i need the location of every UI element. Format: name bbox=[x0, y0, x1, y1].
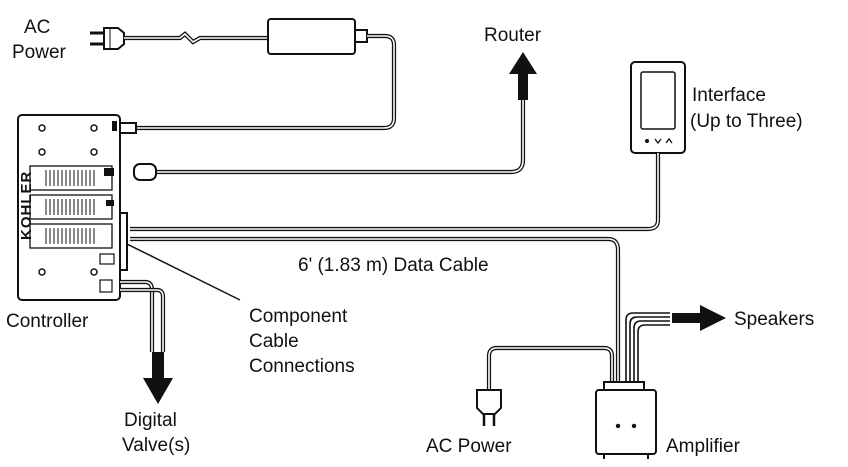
interface-cable bbox=[130, 153, 661, 232]
interface-label-line2: (Up to Three) bbox=[690, 111, 803, 132]
ac-power-top-label-line2: Power bbox=[12, 42, 67, 63]
ac-plug-top bbox=[90, 27, 125, 50]
valve-cables bbox=[120, 279, 166, 352]
controller-device bbox=[17, 114, 121, 301]
digital-valve-label-line1: Digital bbox=[124, 410, 177, 431]
amplifier-label: Amplifier bbox=[666, 436, 741, 457]
router-label: Router bbox=[484, 25, 542, 46]
speakers-label: Speakers bbox=[734, 309, 814, 330]
interface-device bbox=[630, 61, 686, 154]
ac-cable-bottom bbox=[486, 345, 615, 390]
interface-label-line1: Interface bbox=[692, 85, 766, 106]
ac-power-top-label-line1: AC bbox=[24, 17, 50, 38]
digital-valve-label-line2: Valve(s) bbox=[122, 435, 190, 456]
component-label-line2: Cable bbox=[249, 331, 299, 352]
router-arrow bbox=[509, 52, 537, 100]
ac-plug-bottom bbox=[476, 389, 502, 426]
ac-cable-top bbox=[124, 31, 268, 45]
controller-label: Controller bbox=[6, 311, 89, 332]
data-cable-label: 6' (1.83 m) Data Cable bbox=[298, 255, 489, 276]
power-adapter bbox=[267, 18, 368, 55]
data-cable bbox=[130, 236, 621, 384]
component-label-line1: Component bbox=[249, 306, 348, 327]
component-bracket bbox=[120, 212, 241, 301]
component-label-line3: Connections bbox=[249, 356, 355, 377]
speaker-cables bbox=[625, 312, 670, 384]
speakers-arrow bbox=[672, 305, 726, 331]
digital-valve-arrow bbox=[143, 352, 173, 404]
amplifier-device bbox=[595, 381, 657, 459]
router-cable bbox=[133, 100, 526, 181]
ac-power-bottom-label: AC Power bbox=[426, 436, 512, 457]
controller-brand: KOHLER bbox=[18, 171, 35, 240]
